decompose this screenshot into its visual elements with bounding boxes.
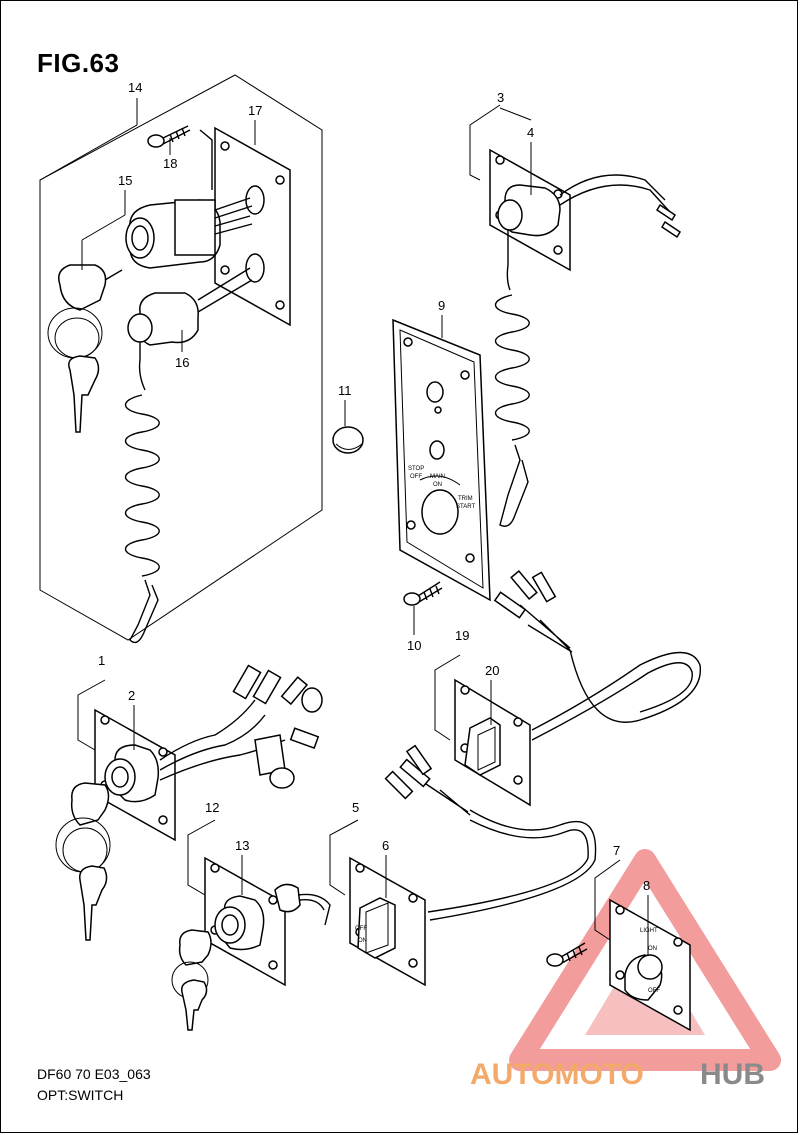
assembly-1-2 [55,664,323,941]
callout-20: 20 [485,663,499,678]
stop-switch-16 [124,267,253,644]
assembly-5-6: OFF ON [329,819,426,987]
figure-name: OPT:SWITCH [37,1087,124,1103]
callout-19: 19 [455,628,469,643]
callout-12: 12 [205,800,219,815]
watermark-text: AUTOMOTO HUB [470,1058,765,1091]
assembly-19-20 [384,570,701,921]
label-stop: STOP [408,466,424,472]
label-light-off: OFF [648,988,660,994]
ignition-switch-15 [125,129,253,269]
mounting-plate-17 [214,126,291,327]
callout-13: 13 [235,838,249,853]
label-light: LIGHT [640,928,658,934]
assembly-12-13 [171,819,331,1031]
callout-16: 16 [175,355,189,370]
watermark-text-b: HUB [700,1058,765,1091]
label-main: MAIN [430,474,445,480]
label-switch-off: OFF [355,926,367,932]
panel-plate-9: STOP OFF MAIN ON TRIM START [392,318,491,602]
label-switch-on: ON [358,938,367,944]
label-off: OFF [410,474,422,480]
callout-15: 15 [118,173,132,188]
callout-14: 14 [128,80,142,95]
callout-17: 17 [248,103,262,118]
callout-3: 3 [497,90,504,105]
screw-18 [147,125,191,148]
callout-9: 9 [438,298,445,313]
key-15 [47,264,123,433]
callout-layer: 14 17 18 15 16 3 4 9 11 10 19 20 1 2 12 … [81,80,650,955]
cap-11 [332,426,364,454]
callout-11: 11 [338,383,352,398]
callout-4: 4 [527,125,534,140]
callout-1: 1 [98,653,105,668]
label-trim: TRIM [458,496,473,502]
assembly-7-8: LIGHT ON OFF [546,859,691,1032]
callout-8: 8 [643,878,650,893]
callout-18: 18 [163,156,177,171]
callout-5: 5 [352,800,359,815]
label-on: ON [433,482,442,488]
callout-2: 2 [128,688,135,703]
screw-10 [403,581,443,606]
callout-7: 7 [613,843,620,858]
assembly-3-4 [469,104,682,527]
figure-code: DF60 70 E03_063 [37,1066,151,1082]
assembly-box-14 [39,74,323,641]
callout-6: 6 [382,838,389,853]
label-start: START [456,504,475,510]
watermark-text-a: AUTOMOTO [470,1058,644,1091]
callout-10: 10 [407,638,421,653]
label-light-on: ON [648,946,657,952]
figure-title: FIG.63 [37,48,120,78]
